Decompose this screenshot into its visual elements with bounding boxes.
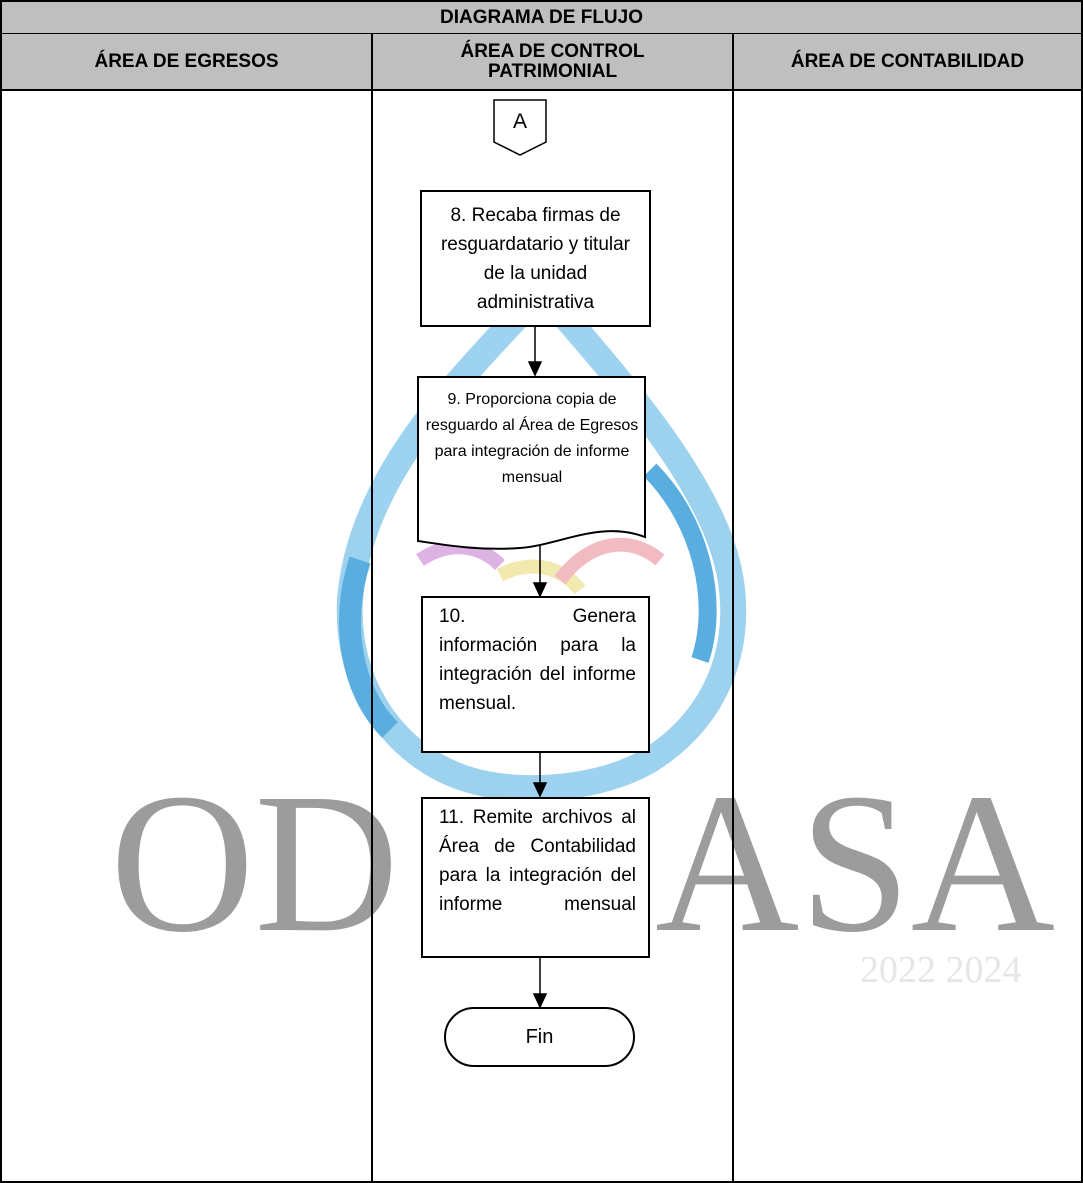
watermark-drop-shape (336, 270, 747, 802)
offpage-connector-shape (493, 99, 547, 156)
end-terminator-label: Fin (525, 1025, 554, 1048)
end-terminator: Fin (444, 1007, 635, 1067)
watermark-text-right: ASA (655, 753, 1055, 974)
watermark-text-left: OD (110, 753, 399, 974)
process-step-11-text: 11. Remite archivos al Área de Contabili… (439, 807, 636, 915)
offpage-connector-label: A (512, 110, 527, 133)
lane-header-control-patrimonial: ÁREA DE CONTROL PATRIMONIAL (373, 34, 732, 89)
process-step-10-text: 10. Genera información para la integraci… (439, 606, 636, 714)
process-step-10: 10. Genera información para la integraci… (421, 596, 650, 753)
watermark-years: 2022 2024 (860, 949, 1022, 991)
document-step-9-text: 9. Proporciona copia de resguardo al Áre… (425, 391, 639, 486)
lane-header-egresos: ÁREA DE EGRESOS (2, 34, 371, 89)
process-step-8-text: 8. Recaba firmas de resguardatario y tit… (440, 204, 631, 313)
process-step-8: 8. Recaba firmas de resguardatario y tit… (420, 190, 651, 327)
diagram-title: DIAGRAMA DE FLUJO (2, 2, 1081, 33)
document-shape (417, 376, 646, 550)
lane-header-contabilidad: ÁREA DE CONTABILIDAD (734, 34, 1081, 89)
process-step-11: 11. Remite archivos al Área de Contabili… (421, 797, 650, 958)
